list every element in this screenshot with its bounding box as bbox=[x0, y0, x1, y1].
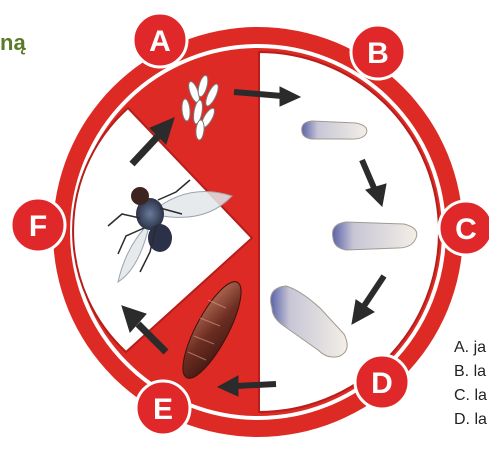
badge-c-label: C bbox=[455, 213, 477, 246]
badge-a-label: A bbox=[149, 25, 171, 58]
answer-options: A. ja B. la C. la D. la bbox=[454, 336, 487, 432]
badge-e: E bbox=[136, 381, 190, 435]
badge-b: B bbox=[351, 25, 405, 79]
badge-d-label: D bbox=[371, 367, 393, 400]
larva-small-icon bbox=[302, 121, 367, 139]
badge-d: D bbox=[355, 355, 409, 409]
badge-f-label: F bbox=[29, 210, 47, 243]
badge-e-label: E bbox=[153, 393, 173, 426]
badge-c: C bbox=[439, 201, 489, 255]
option-c: C. la bbox=[454, 384, 487, 408]
badge-a: A bbox=[133, 13, 187, 67]
badge-b-label: B bbox=[367, 37, 389, 70]
option-d: D. la bbox=[454, 408, 487, 432]
larva-medium-icon bbox=[333, 222, 417, 250]
option-b: B. la bbox=[454, 360, 487, 384]
badge-f: F bbox=[11, 198, 65, 252]
option-a: A. ja bbox=[454, 336, 487, 360]
